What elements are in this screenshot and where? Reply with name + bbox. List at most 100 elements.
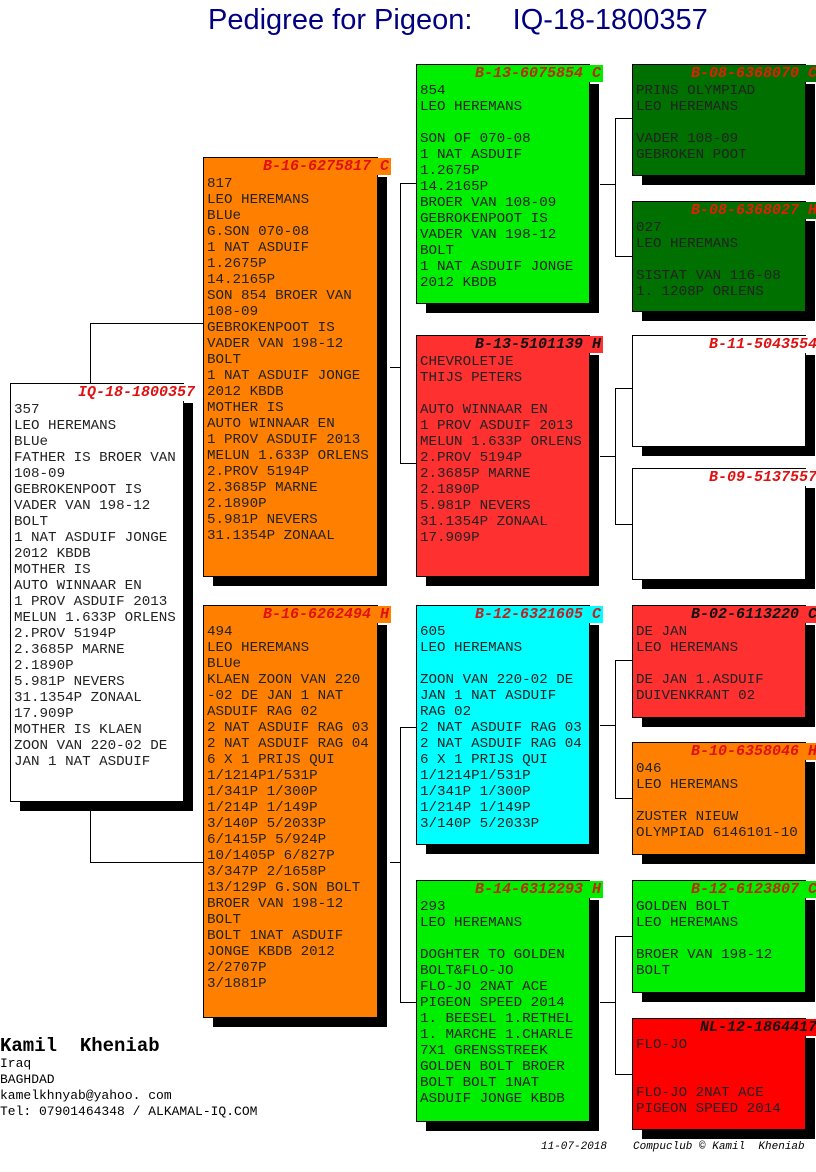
detail-line: AUTO WINNAAR EN <box>207 416 335 432</box>
detail-line: 10/1405P 6/827P <box>207 848 335 864</box>
detail-line: 6 X 1 PRIJS QUI <box>420 752 548 768</box>
connector-line <box>615 118 616 257</box>
box-shadow <box>378 625 387 1026</box>
detail-line: OLYMPIAD 6146101-10 <box>636 825 798 841</box>
footer-credit: Compuclub © Kamil Kheniab <box>633 1141 805 1153</box>
detail-line: ASDUIF RAG 02 <box>207 704 318 720</box>
detail-line: SON 854 BROER VAN <box>207 288 352 304</box>
box-shadow <box>642 447 815 456</box>
detail-line: 2.1890P <box>14 658 74 674</box>
box-shadow <box>806 221 815 320</box>
detail-line: MELUN 1.633P ORLENS <box>14 610 176 626</box>
detail-line: BOLT BOLT 1NAT <box>420 1075 540 1091</box>
connector-line <box>400 1002 416 1003</box>
detail-line <box>636 1069 645 1085</box>
detail-line: 1/214P 1/149P <box>207 800 318 816</box>
box-shadow <box>213 577 387 586</box>
detail-line: VADER 108-09 <box>636 131 739 147</box>
box-shadow <box>426 1122 599 1131</box>
detail-line: 3/1881P <box>207 976 267 992</box>
detail-line: 2012 KBDB <box>420 275 497 291</box>
box-shadow <box>642 993 815 1002</box>
connector-line <box>615 388 616 525</box>
detail-line: 108-09 <box>14 466 66 482</box>
connector-line <box>615 798 632 799</box>
connector-line <box>615 936 632 937</box>
detail-line: PIGEON SPEED 2014 <box>636 1101 781 1117</box>
detail-line <box>420 115 429 131</box>
detail-line: DOGHTER TO GOLDEN <box>420 947 565 963</box>
detail-line <box>636 931 645 947</box>
detail-line: BOLT <box>420 243 455 259</box>
breeder-city: BAGHDAD <box>0 1072 55 1087</box>
ring-number: B-08-6368027 H <box>633 202 816 219</box>
detail-line: 1 PROV ASDUIF 2013 <box>420 418 574 434</box>
box-shadow <box>806 762 815 863</box>
detail-line: LEO HEREMANS <box>420 915 523 931</box>
detail-line: 1.2675P <box>207 256 267 272</box>
detail-line: 1 NAT ASDUIF <box>420 147 523 163</box>
detail-line: LEO HEREMANS <box>207 192 310 208</box>
ring-number: B-12-6123807 C <box>633 881 816 898</box>
detail-line: AUTO WINNAAR EN <box>420 402 548 418</box>
connector-line <box>615 524 632 525</box>
detail-line: MELUN 1.633P ORLENS <box>207 448 369 464</box>
detail-line: DE JAN 1.ASDUIF <box>636 672 764 688</box>
detail-line: LEO HEREMANS <box>420 99 523 115</box>
detail-line: 046 <box>636 761 662 777</box>
detail-line: 1 PROV ASDUIF 2013 <box>14 594 168 610</box>
detail-line: 494 <box>207 624 233 640</box>
connector-line <box>615 660 616 799</box>
pigeon-card[interactable]: B-11-5043554 <box>632 335 816 447</box>
detail-line: 2 NAT ASDUIF RAG 04 <box>420 736 582 752</box>
detail-line: SISTAT VAN 116-08 <box>636 268 781 284</box>
ring-number: IQ-18-1800357 <box>11 384 197 401</box>
box-shadow <box>590 84 599 312</box>
connector-line <box>390 367 400 368</box>
detail-line: MOTHER IS <box>14 562 91 578</box>
detail-line: RAG 02 <box>420 704 472 720</box>
connector-line <box>90 862 203 863</box>
box-shadow <box>378 177 387 585</box>
detail-line: G.SON 070-08 <box>207 224 310 240</box>
ring-number: B-13-6075854 C <box>417 65 603 82</box>
detail-line: 2012 KBDB <box>14 546 91 562</box>
connector-line <box>615 1074 632 1075</box>
detail-line: -02 DE JAN 1 NAT <box>207 688 344 704</box>
detail-line: JAN 1 NAT ASDUIF <box>14 754 151 770</box>
detail-line: 1 NAT ASDUIF JONGE <box>207 368 361 384</box>
detail-line: 5.981P NEVERS <box>14 674 125 690</box>
detail-line: ASDUIF JONGE KBDB <box>420 1091 565 1107</box>
pigeon-card[interactable]: B-09-5137557 <box>632 468 816 580</box>
ring-number: B-02-6113220 C <box>633 606 816 623</box>
detail-line: LEO HEREMANS <box>207 640 310 656</box>
ring-number: B-16-6262494 H <box>204 606 391 623</box>
detail-line: 2.PROV 5194P <box>14 626 117 642</box>
box-shadow <box>426 577 599 586</box>
detail-line: 1. 1208P ORLENS <box>636 284 764 300</box>
box-shadow <box>806 355 815 455</box>
connector-line <box>400 183 401 464</box>
detail-line: AUTO WINNAAR EN <box>14 578 142 594</box>
box-shadow <box>590 355 599 585</box>
detail-line: 7X1 GRENSSTREEK <box>420 1043 548 1059</box>
connector-line <box>390 862 400 863</box>
